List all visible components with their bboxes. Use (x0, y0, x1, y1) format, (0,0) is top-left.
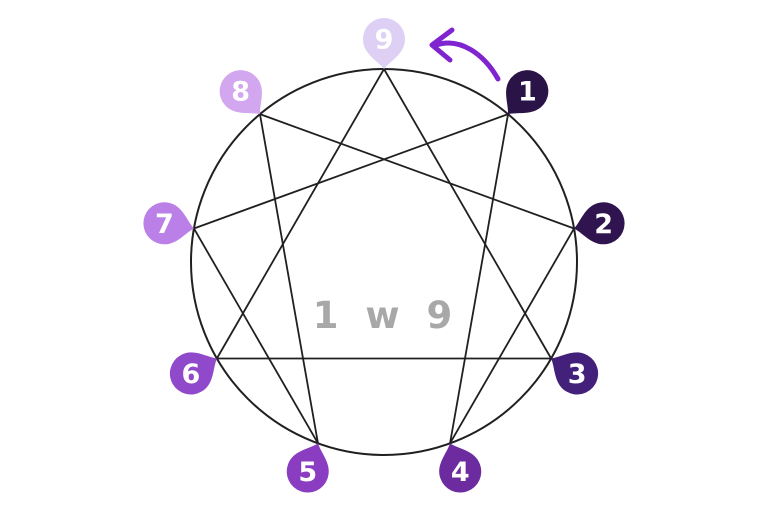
pin-5-label: 5 (298, 457, 317, 488)
pin-2-teardrop-icon (574, 202, 625, 245)
wing-arrow-head-icon (429, 27, 455, 63)
pin-1-teardrop-icon (506, 70, 549, 115)
pin-2-label: 2 (594, 209, 613, 240)
pin-5-teardrop-icon (286, 443, 329, 493)
connection-line-5-7 (193, 228, 319, 444)
pin-9 (363, 18, 405, 69)
connection-line-9-3 (383, 68, 552, 359)
pin-4-label: 4 (451, 457, 470, 488)
enneagram-circle (190, 68, 578, 456)
pin-4 (439, 443, 482, 493)
connection-line-1-4 (449, 113, 509, 444)
pin-3-label: 3 (568, 359, 587, 390)
center-wing-label: 1 w 9 (313, 294, 459, 337)
pin-9-label: 9 (375, 25, 394, 56)
pin-4-teardrop-icon (439, 443, 482, 493)
connection-line-2-8 (259, 113, 575, 230)
pin-3-teardrop-icon (551, 352, 599, 395)
connection-line-7-1 (193, 113, 509, 230)
wing-arrow (433, 40, 501, 82)
pin-6 (169, 352, 217, 395)
pin-8 (219, 70, 262, 115)
pin-7-label: 7 (155, 209, 174, 240)
pin-6-teardrop-icon (169, 352, 217, 395)
pin-1 (506, 70, 549, 115)
pin-2 (574, 202, 625, 245)
pin-9-teardrop-icon (363, 18, 405, 69)
connection-line-6-9 (216, 68, 385, 359)
pin-3 (551, 352, 599, 395)
pin-6-label: 6 (181, 359, 200, 390)
pin-1-label: 1 (518, 77, 537, 108)
pin-5 (286, 443, 329, 493)
pin-8-teardrop-icon (219, 70, 262, 115)
connection-line-4-2 (449, 228, 575, 444)
pin-8-label: 8 (231, 77, 250, 108)
pin-7-teardrop-icon (143, 202, 194, 245)
connection-line-8-5 (259, 113, 319, 444)
pin-7 (143, 202, 194, 245)
